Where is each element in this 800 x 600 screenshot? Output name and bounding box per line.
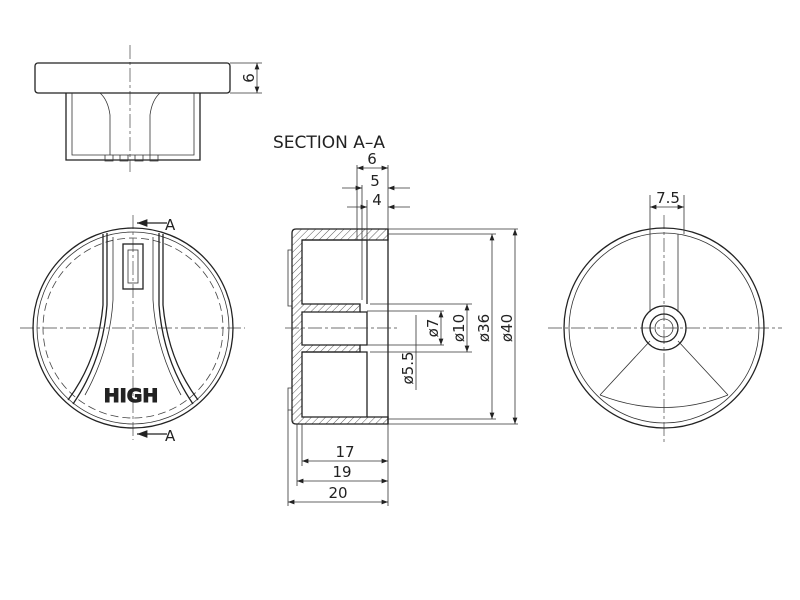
section-title: SECTION A–A [273,133,385,153]
knob-label-high: HIGH [104,385,158,407]
section-view: SECTION A–A 6 5 4 ø40 ø36 [273,133,518,506]
dim-4: 4 [372,191,382,209]
dim-d40: ø40 [498,314,516,342]
dim-7-5: 7.5 [656,189,680,207]
top-view: 6 [34,45,262,172]
dim-d7: ø7 [424,319,442,338]
dim-20: 20 [328,484,347,502]
dim-17: 17 [335,443,354,461]
dim-d5-5: ø5.5 [399,351,417,384]
dim-5: 5 [370,172,380,190]
dim-6: 6 [367,150,377,168]
dim-d10: ø10 [450,314,468,342]
rear-view: 7.5 [548,189,782,442]
section-marker-top: A [165,216,176,234]
dim-d36: ø36 [475,314,493,342]
front-view: HIGH A A [20,215,245,445]
section-marker-bottom: A [165,427,176,445]
top-height-dim: 6 [240,73,258,83]
dim-19: 19 [332,463,351,481]
